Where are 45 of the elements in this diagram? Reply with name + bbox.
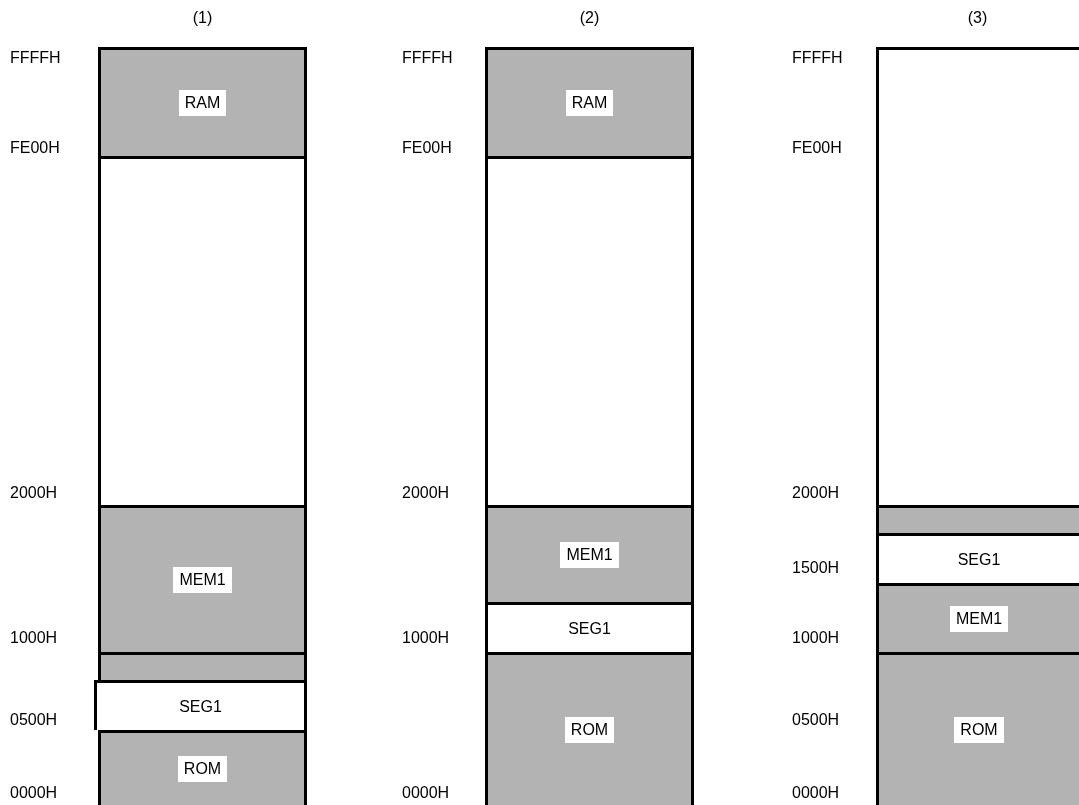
memory-segment (485, 652, 694, 805)
memory-segment (94, 680, 307, 730)
address-label: 0000H (792, 783, 840, 803)
address-label: 2000H (792, 483, 840, 503)
address-label: FFFFH (10, 48, 61, 68)
memory-segment (876, 505, 1079, 533)
segment-label: MEM1 (949, 606, 1009, 632)
address-label: 2000H (10, 483, 58, 503)
column-heading: (2) (579, 8, 600, 28)
address-label: 0500H (10, 710, 58, 730)
memory-segment (98, 156, 307, 505)
address-label: FE00H (10, 138, 60, 158)
memory-segment (876, 583, 1079, 652)
column-heading: (3) (967, 8, 988, 28)
segment-label: RAM (178, 90, 227, 116)
address-label: 2000H (402, 483, 450, 503)
segment-label: ROM (564, 717, 615, 743)
segment-label: RAM (565, 90, 614, 116)
segment-label: ROM (177, 756, 228, 782)
address-label: 0000H (402, 783, 450, 803)
segment-label: MEM1 (173, 567, 232, 593)
segment-label: ROM (954, 717, 1004, 743)
memory-segment (485, 47, 694, 156)
address-label: 0500H (792, 710, 840, 730)
memory-segment (485, 156, 694, 505)
memory-segment (98, 47, 307, 156)
address-label: 1000H (10, 628, 58, 648)
address-label: FE00H (402, 138, 452, 158)
address-label: 1500H (792, 558, 840, 578)
address-label: FE00H (792, 138, 842, 158)
address-label: 1000H (792, 628, 840, 648)
memory-segment (876, 652, 1079, 805)
segment-label: MEM1 (560, 542, 619, 568)
address-label: 0000H (10, 783, 58, 803)
address-label: FFFFH (792, 48, 843, 68)
memory-segment (485, 602, 694, 652)
memory-segment (485, 505, 694, 602)
column-heading: (1) (192, 8, 213, 28)
memory-segment (98, 505, 307, 652)
memory-segment (876, 533, 1079, 583)
memory-segment (98, 730, 307, 805)
address-label: FFFFH (402, 48, 453, 68)
memory-segment (98, 652, 307, 680)
memory-segment (876, 47, 1079, 505)
address-label: 1000H (402, 628, 450, 648)
